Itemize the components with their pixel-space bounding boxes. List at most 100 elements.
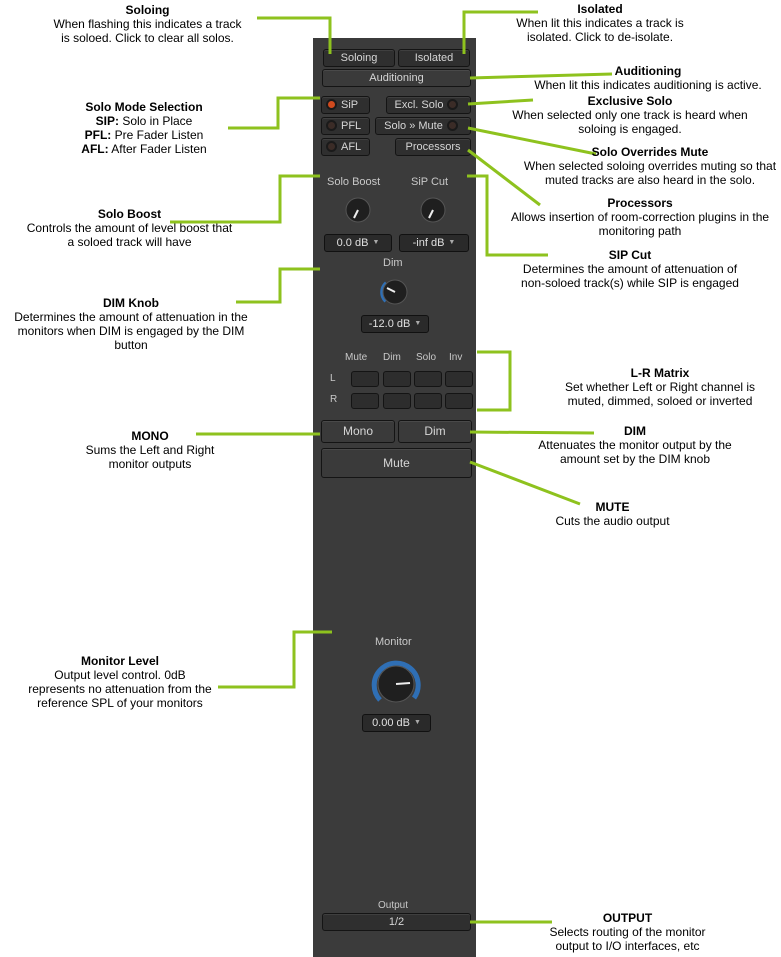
annotation-dim-knob-line: Determines the amount of attenuation in … (14, 310, 248, 324)
monitor-level-knob[interactable] (366, 654, 426, 714)
sip-cut-label: SiP Cut (411, 176, 449, 188)
annotation-output-line: Selects routing of the monitor (549, 925, 706, 939)
matrix-l-solo-button[interactable] (414, 371, 442, 387)
dim-knob[interactable] (377, 274, 413, 310)
matrix-l-dim-button[interactable] (383, 371, 411, 387)
annotation-isolated-line: When lit this indicates a track is (516, 16, 684, 30)
annotation-mono: MONO Sums the Left and Right monitor out… (70, 429, 230, 471)
solo-boost-dropdown[interactable]: 0.0 dB▼ (324, 234, 392, 252)
annotation-solo-boost-title: Solo Boost (97, 207, 162, 221)
solo-boost-value: 0.0 dB (336, 237, 369, 249)
annotation-solo-overrides-mute-line: muted tracks are also heard in the solo. (544, 173, 756, 187)
matrix-col-solo: Solo (416, 352, 437, 363)
annotation-sip-cut-line: Determines the amount of attenuation of (522, 262, 738, 276)
monitor-section-panel (313, 38, 476, 957)
exclusive-solo-callout-line (467, 98, 534, 106)
afl-button[interactable]: AFL (321, 138, 370, 156)
annotation-monitor-level-line: represents no attenuation from the (28, 682, 212, 696)
solo-boost-arrow-icon: ▼ (372, 239, 380, 247)
annotation-isolated-title: Isolated (577, 2, 623, 16)
annotation-lr-matrix-title: L-R Matrix (630, 366, 690, 380)
exclusive-solo-led-icon (447, 99, 459, 111)
matrix-col-dim: Dim (383, 352, 401, 363)
annotation-dim-knob-title: DIM Knob (103, 296, 159, 310)
annotation-monitor-level: Monitor Level Output level control. 0dB … (20, 654, 220, 710)
annotation-processors-title: Processors (607, 196, 673, 210)
monitor-level-dropdown[interactable]: 0.00 dB▼ (362, 714, 431, 732)
annotation-soloing-line: is soloed. Click to clear all solos. (61, 31, 234, 45)
annotation-sip-cut-title: SIP Cut (608, 248, 652, 262)
lr-matrix-callout-line (477, 350, 512, 412)
annotation-dim-knob: DIM Knob Determines the amount of attenu… (0, 296, 262, 352)
annotation-mute: MUTE Cuts the audio output (535, 500, 690, 528)
annotation-output-title: OUTPUT (602, 911, 653, 925)
sip-cut-dropdown[interactable]: -inf dB▼ (399, 234, 469, 252)
annotation-lr-matrix-line: Set whether Left or Right channel is (564, 380, 756, 394)
annotation-lr-matrix-line: muted, dimmed, soloed or inverted (567, 394, 753, 408)
solo-mode-pfl-key: PFL: (84, 128, 112, 142)
solo-boost-knob[interactable] (343, 195, 373, 225)
mono-button[interactable]: Mono (321, 420, 395, 443)
matrix-l-mute-button[interactable] (351, 371, 379, 387)
annotation-solo-boost-line: Controls the amount of level boost that (26, 221, 233, 235)
annotation-auditioning: Auditioning When lit this indicates audi… (520, 64, 776, 92)
solo-overrides-mute-button[interactable]: Solo » Mute (375, 117, 471, 135)
solo-mode-pfl-value: Pre Fader Listen (114, 128, 204, 142)
monitor-level-value: 0.00 dB (372, 717, 410, 729)
mute-button[interactable]: Mute (321, 448, 472, 478)
annotation-mono-line: monitor outputs (108, 457, 192, 471)
annotation-exclusive-solo-line: soloing is engaged. (578, 122, 682, 136)
dim-dropdown[interactable]: -12.0 dB▼ (361, 315, 429, 333)
annotation-dim-line: amount set by the DIM knob (559, 452, 711, 466)
solo-boost-label: Solo Boost (327, 176, 381, 188)
annotation-processors-line: monitoring path (598, 224, 682, 238)
matrix-r-dim-button[interactable] (383, 393, 411, 409)
pfl-button[interactable]: PFL (321, 117, 370, 135)
dim-knob-callout-line (236, 267, 320, 304)
exclusive-solo-button[interactable]: Excl. Solo (386, 96, 471, 114)
sip-cut-knob[interactable] (418, 195, 448, 225)
processors-button[interactable]: Processors (395, 138, 471, 156)
annotation-solo-overrides-mute-title: Solo Overrides Mute (591, 145, 709, 159)
monitor-level-callout-line (218, 630, 332, 689)
dim-arrow-icon: ▼ (414, 320, 422, 328)
soloing-button[interactable]: Soloing (323, 49, 395, 67)
annotation-exclusive-solo-line: When selected only one track is heard wh… (512, 108, 748, 122)
annotation-solo-overrides-mute: Solo Overrides Mute When selected soloin… (520, 145, 780, 187)
isolated-button[interactable]: Isolated (398, 49, 470, 67)
pfl-led-icon (326, 120, 337, 132)
matrix-l-inv-button[interactable] (445, 371, 473, 387)
annotation-dim: DIM Attenuates the monitor output by the… (525, 424, 745, 466)
annotation-mono-line: Sums the Left and Right (85, 443, 215, 457)
annotation-dim-knob-line: monitors when DIM is engaged by the DIM … (17, 324, 245, 352)
pfl-label: PFL (341, 120, 362, 132)
solo-boost-callout-line (170, 174, 320, 224)
matrix-row-r: R (330, 394, 338, 405)
sip-button[interactable]: SiP (321, 96, 370, 114)
solo-mode-callout-line (228, 96, 320, 130)
annotation-lr-matrix: L-R Matrix Set whether Left or Right cha… (560, 366, 760, 408)
annotation-mute-title: MUTE (595, 500, 630, 514)
matrix-col-mute: Mute (345, 352, 368, 363)
output-routing-button[interactable]: 1/2 (322, 913, 471, 931)
mute-callout-line (469, 460, 581, 506)
matrix-r-inv-button[interactable] (445, 393, 473, 409)
annotation-solo-overrides-mute-line: When selected soloing overrides muting s… (523, 159, 777, 173)
sip-cut-value: -inf dB (412, 237, 445, 249)
isolated-callout-line (462, 10, 538, 54)
annotation-solo-mode: Solo Mode Selection SIP: Solo in Place P… (62, 100, 226, 156)
annotation-monitor-level-line: Output level control. 0dB (54, 668, 186, 682)
matrix-r-mute-button[interactable] (351, 393, 379, 409)
sip-label: SiP (341, 99, 359, 111)
solo-mode-sip-key: SIP: (95, 114, 119, 128)
auditioning-button[interactable]: Auditioning (322, 69, 471, 87)
matrix-col-inv: Inv (449, 352, 463, 363)
annotation-exclusive-solo-title: Exclusive Solo (587, 94, 673, 108)
solo-mode-afl-key: AFL: (81, 142, 109, 156)
matrix-r-solo-button[interactable] (414, 393, 442, 409)
monitor-label: Monitor (375, 636, 412, 648)
annotation-auditioning-line: When lit this indicates auditioning is a… (534, 78, 762, 92)
afl-label: AFL (341, 141, 362, 153)
annotation-isolated: Isolated When lit this indicates a track… (490, 2, 710, 44)
